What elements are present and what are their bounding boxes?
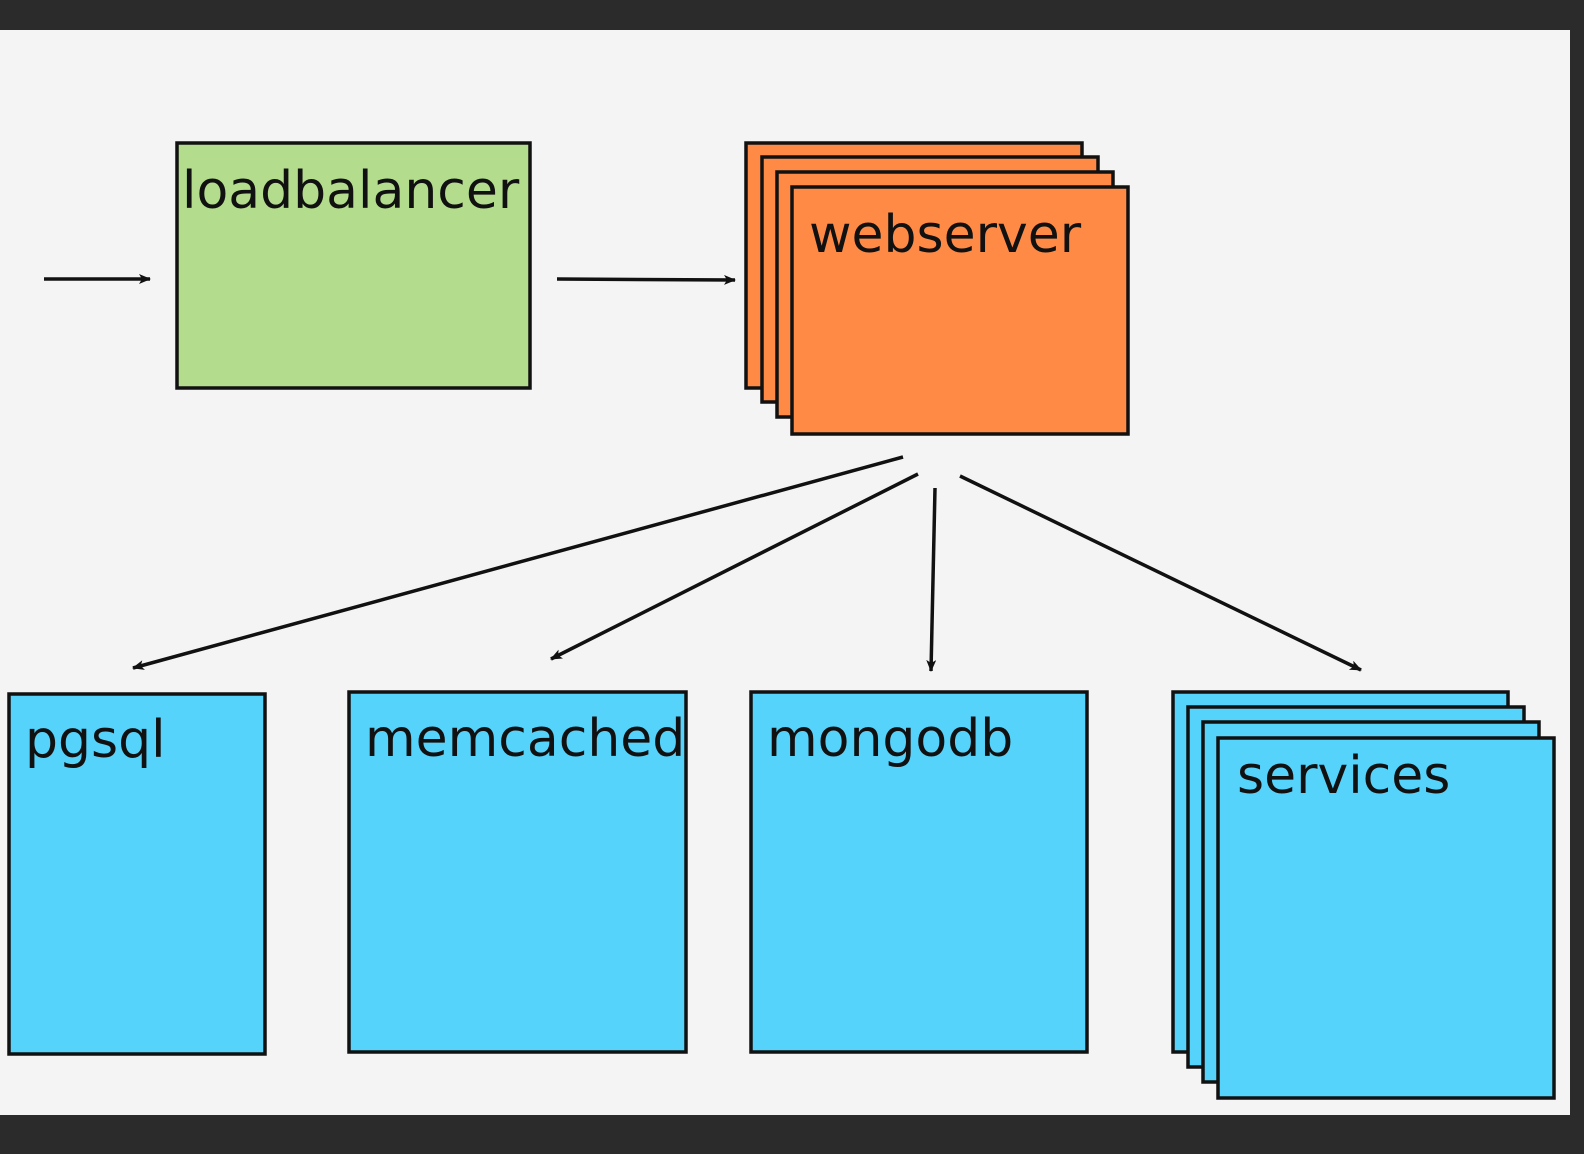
webserver-box [790,185,1130,436]
memcached-label: memcached [365,709,685,769]
edges [44,274,1362,672]
services-box [1216,736,1556,1100]
edge-webserver-to-memcached [550,472,919,661]
node-pgsql: pgsql [7,692,267,1056]
memcached-box [347,690,688,1054]
loadbalancer-box [175,141,532,390]
edge-webserver-to-services [959,474,1362,672]
edge-webserver-to-mongodb [926,487,937,672]
frame-right-edge [1570,30,1584,1115]
mongodb-label: mongodb [767,709,1013,769]
node-loadbalancer: loadbalancer [175,141,532,390]
webserver-label: webserver [809,205,1082,265]
node-mongodb: mongodb [749,690,1089,1054]
pgsql-box [7,692,267,1056]
node-memcached: memcached [347,690,688,1054]
edge-webserver-to-pgsql [132,455,904,670]
edge-loadbalancer-to-webserver [556,274,736,285]
loadbalancer-label: loadbalancer [182,161,520,221]
pgsql-label: pgsql [25,710,166,770]
node-webserver: webserver [744,141,1130,436]
architecture-diagram: loadbalancer webserver pgsql memcached [7,141,1556,1100]
services-label: services [1237,746,1450,806]
node-services: services [1171,690,1556,1100]
diagram-canvas: loadbalancer webserver pgsql memcached [0,30,1570,1115]
mongodb-box [749,690,1089,1054]
